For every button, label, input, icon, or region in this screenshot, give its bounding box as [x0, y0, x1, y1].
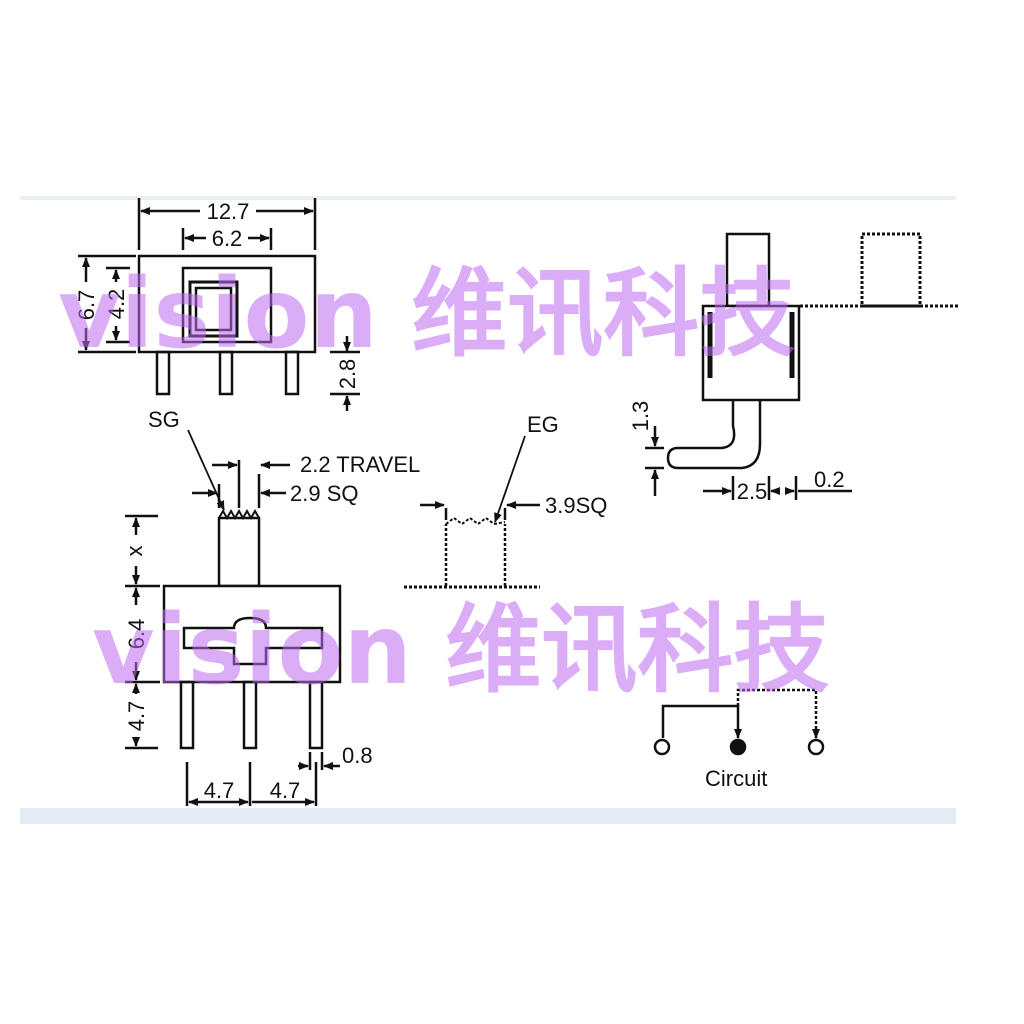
- dim-pin-pitch-1: 4.7: [204, 778, 235, 803]
- watermark-bottom: vision 维讯科技: [92, 594, 829, 706]
- circuit-terminal-common: [729, 738, 747, 756]
- dim-side-thickness: 0.2: [814, 467, 845, 492]
- top-view-pins: [155, 350, 300, 396]
- top-view-window-outer: [181, 266, 273, 344]
- eg-detail: [404, 516, 540, 589]
- dim-travel: 2.2 TRAVEL: [300, 452, 420, 477]
- circuit-terminal-right: [807, 738, 825, 756]
- label-circuit: Circuit: [705, 766, 767, 791]
- dim-pin-length: 2.8: [335, 359, 360, 390]
- front-view-detent: [182, 616, 324, 666]
- front-view-actuator: [217, 516, 261, 588]
- front-view: [125, 429, 342, 806]
- circuit-diagram: [653, 688, 825, 756]
- dim-pin-width: 0.8: [342, 743, 373, 768]
- dim-side-offset: 2.5: [737, 479, 768, 504]
- dim-actuator-sq: 2.9 SQ: [290, 481, 358, 506]
- front-view-actuator-serration: [218, 508, 260, 521]
- dim-pin-height: 4.7: [124, 701, 149, 732]
- dim-eg-sq: 3.9SQ: [545, 493, 607, 518]
- side-view-body: [701, 304, 801, 402]
- side-view-bent-pin: [666, 400, 762, 470]
- dim-body-height: 6.4: [124, 619, 149, 650]
- dim-top-width-inner: 6.2: [212, 226, 243, 251]
- top-view-actuator: [188, 280, 239, 338]
- dim-top-height-inner: 4.2: [104, 289, 129, 320]
- top-view: [78, 198, 360, 411]
- dim-top-height-outer: 6.7: [74, 290, 99, 321]
- label-eg: EG: [527, 412, 559, 437]
- eg-dims: [420, 435, 540, 523]
- dim-actuator-height: x: [122, 546, 147, 557]
- front-view-body: [162, 584, 342, 684]
- circuit-terminal-left: [653, 738, 671, 756]
- dim-top-width-outer: 12.7: [207, 199, 250, 224]
- front-view-pins: [179, 680, 324, 750]
- side-view-alt-position: [800, 232, 958, 308]
- top-view-actuator-knob: [194, 286, 233, 332]
- dim-side-bend-height: 1.3: [628, 401, 653, 432]
- top-band: [20, 196, 956, 200]
- bottom-band: [20, 808, 956, 824]
- side-view: [645, 232, 852, 500]
- dim-pin-pitch-2: 4.7: [270, 778, 301, 803]
- watermark-top: vision 维讯科技: [58, 258, 795, 370]
- side-view-actuator: [725, 232, 771, 308]
- label-sg: SG: [148, 407, 180, 432]
